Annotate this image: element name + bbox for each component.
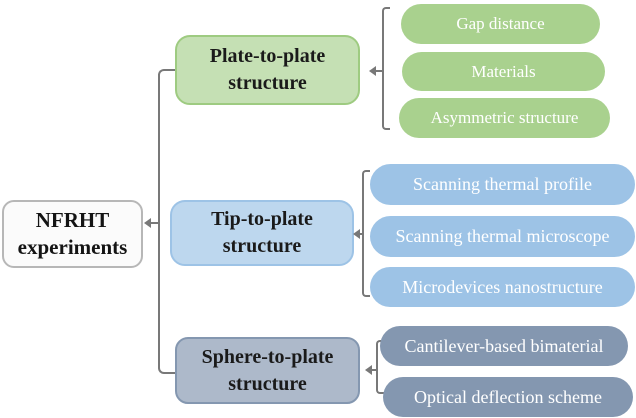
bracket-arrow-icon [369,66,376,76]
root-connector-arrow-icon [144,218,151,228]
branch-box-label: Sphere-to-plate structure [201,345,334,395]
leaf-pill-optical-deflection-scheme: Optical deflection scheme [383,377,633,417]
branch-box-tip-to-plate: Tip-to-plate structure [170,200,354,266]
bracket-connector-line [360,233,364,235]
leaf-pill-materials: Materials [402,52,605,91]
bracket-arrow-icon [353,229,360,239]
bracket-connector-line [372,369,378,371]
root-node-nfrht-experiments: NFRHT experiments [2,200,143,268]
leaf-pill-gap-distance: Gap distance [401,4,600,44]
branch-box-plate-to-plate: Plate-to-plate structure [175,35,360,105]
branch-box-label: Tip-to-plate structure [211,208,313,257]
branch-box-label: Plate-to-plate structure [209,45,326,94]
bracket-connector-line [376,70,384,72]
trunk-elbow-top [158,69,175,223]
root-connector-line [150,222,158,224]
bracket-plate-to-plate [369,7,390,130]
branch-box-sphere-to-plate: Sphere-to-plate structure [175,337,360,404]
leaf-pill-asymmetric-structure: Asymmetric structure [399,98,610,138]
leaf-pill-microdevices-nanostructure: Microdevices nanostructure [370,267,635,307]
bracket-tip-to-plate [353,170,370,297]
leaf-pill-cantilever-based-bimaterial: Cantilever-based bimaterial [380,326,628,366]
leaf-pill-scanning-thermal-profile: Scanning thermal profile [370,164,635,205]
bracket-arrow-icon [365,365,372,375]
root-node-label: NFRHT experiments [17,208,128,259]
trunk-elbow-bottom [158,223,175,374]
leaf-pill-scanning-thermal-microscope: Scanning thermal microscope [370,216,635,257]
